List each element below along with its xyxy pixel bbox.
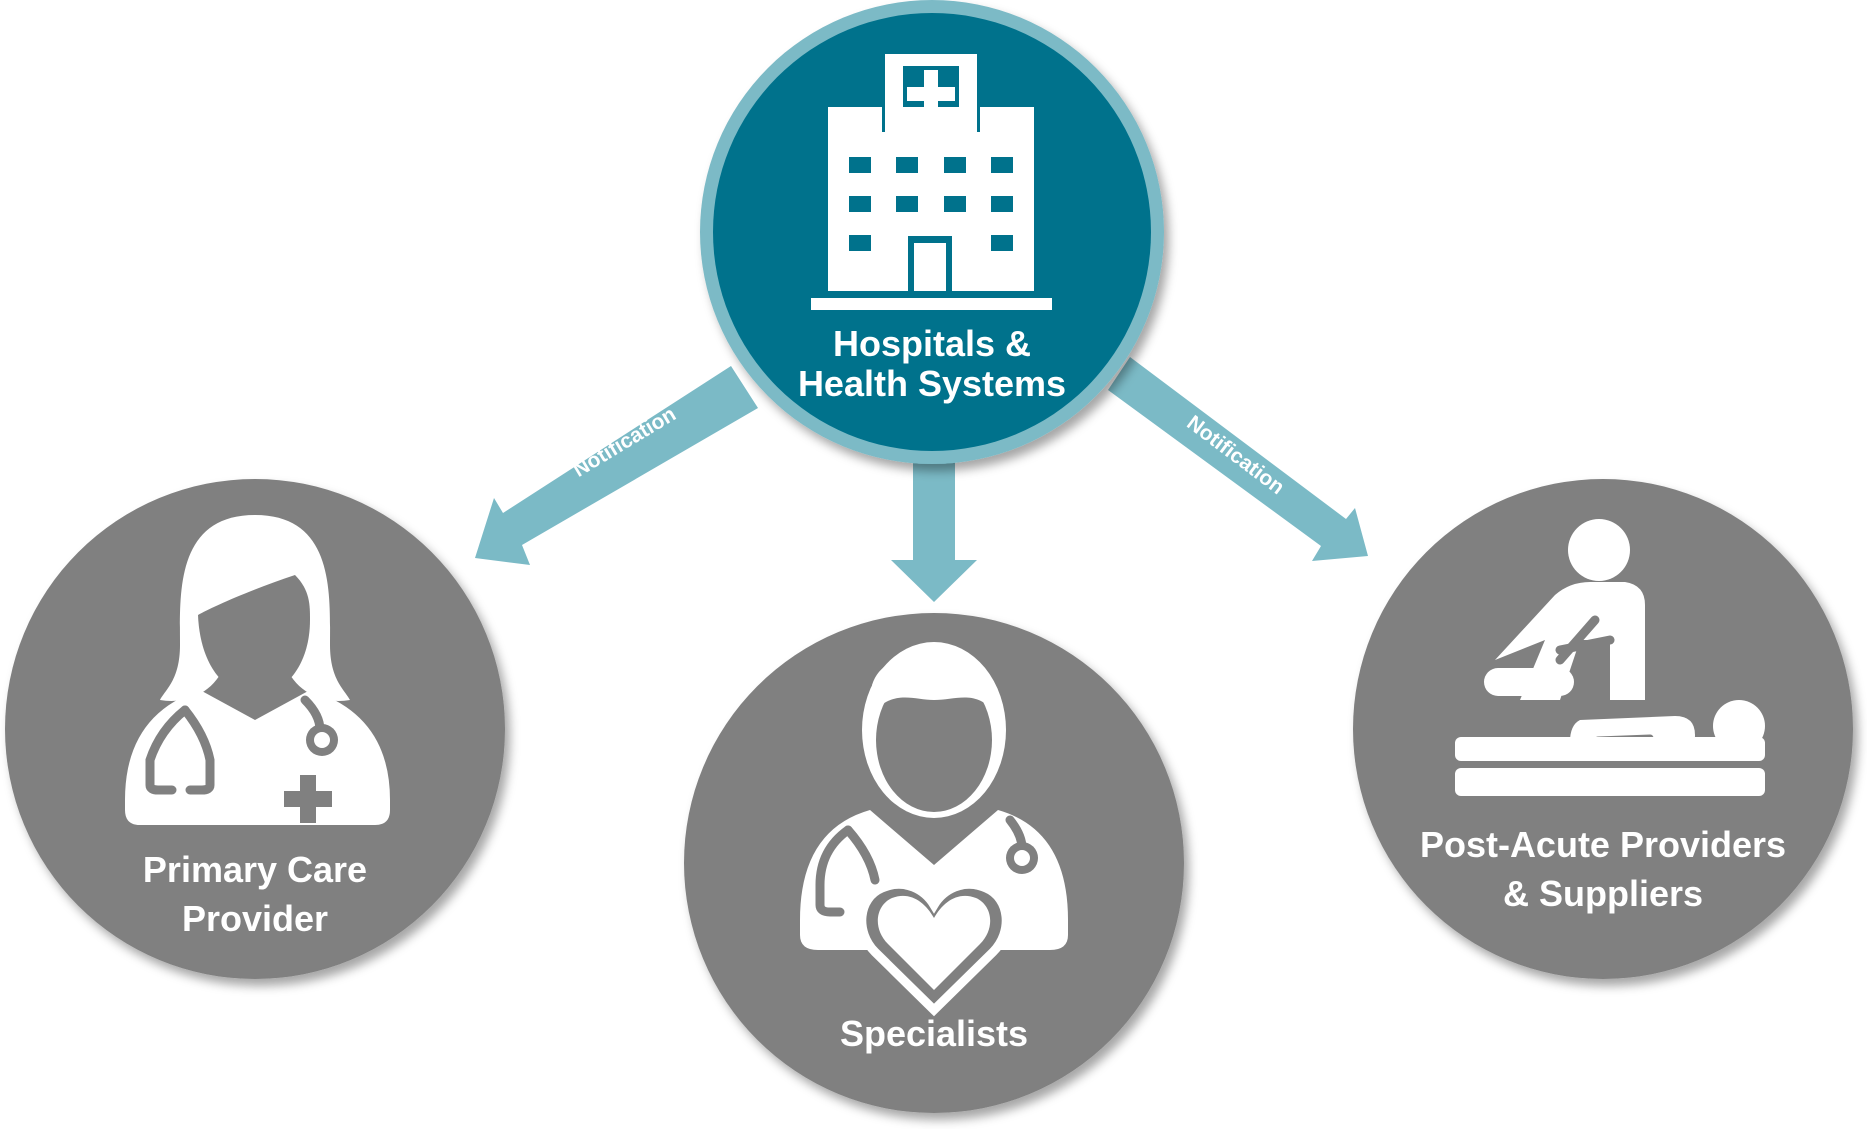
arrow-to-specialists [891, 460, 977, 602]
hub-label-line1: Hospitals & [833, 323, 1031, 364]
hub-node: Hospitals & Health Systems [700, 0, 1164, 464]
arrow-to-post-acute: Notification [1108, 357, 1368, 561]
female-doctor-icon [125, 515, 390, 825]
post-acute-node: Post-Acute Providers & Suppliers [1353, 479, 1853, 979]
primary-care-label-line2: Provider [182, 898, 328, 939]
hub-label-line2: Health Systems [798, 363, 1066, 404]
doctor-heart-icon [800, 642, 1068, 1017]
primary-care-node: Primary Care Provider [5, 479, 505, 979]
arrow-to-primary-care: Notification [475, 366, 758, 565]
post-acute-label-line2: & Suppliers [1503, 873, 1703, 914]
specialists-node: Specialists [684, 613, 1184, 1113]
primary-care-label-line1: Primary Care [143, 849, 367, 890]
hospital-building-icon [811, 54, 1052, 310]
physical-therapy-icon [1455, 519, 1765, 796]
post-acute-label-line1: Post-Acute Providers [1420, 824, 1786, 865]
specialists-label: Specialists [840, 1013, 1028, 1054]
